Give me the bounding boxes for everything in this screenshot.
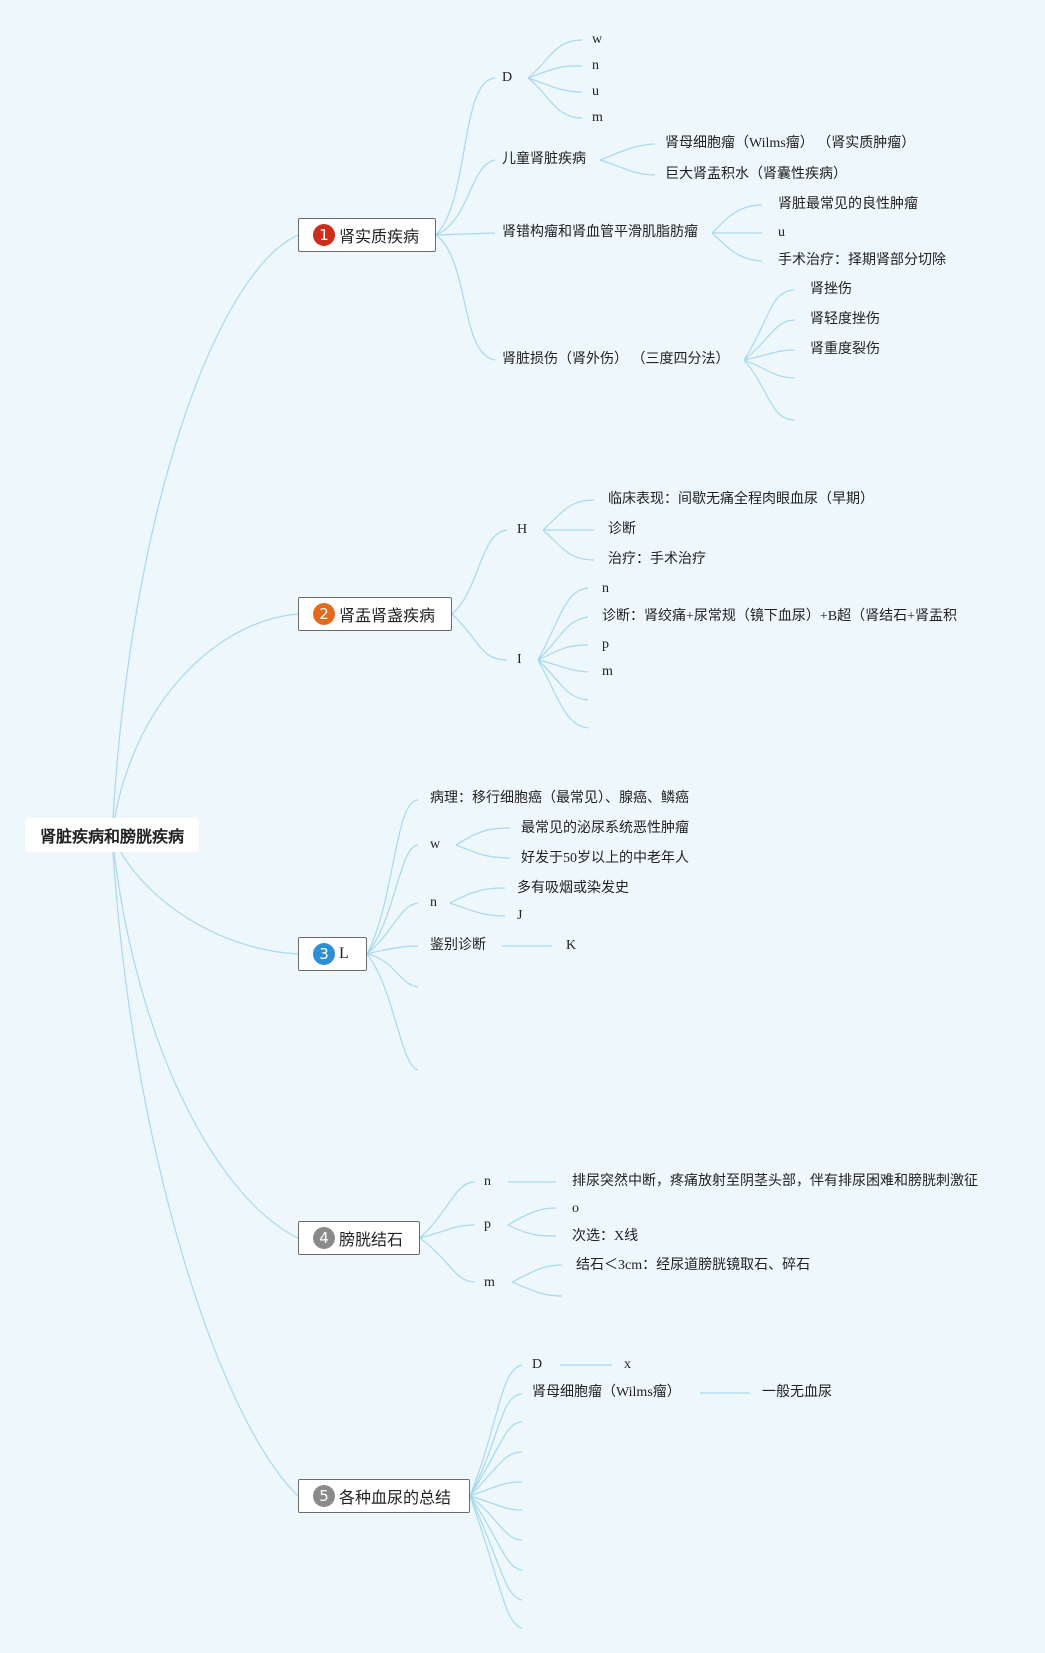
leaf-clinical[interactable]: 临床表现：间歇无痛全程肉眼血尿（早期）	[608, 492, 874, 507]
number-badge-3: 3	[313, 943, 335, 965]
number-badge-4: 4	[313, 1227, 335, 1249]
leaf-xray[interactable]: 次选：X线	[572, 1229, 639, 1244]
number-badge-1: 1	[313, 224, 335, 246]
leaf-n[interactable]: n	[592, 58, 599, 73]
leaf-surgery[interactable]: 手术治疗：择期肾部分切除	[778, 253, 946, 268]
leaf-u[interactable]: u	[592, 84, 599, 99]
leaf-k[interactable]: K	[566, 938, 577, 953]
node-n4[interactable]: n	[484, 1174, 491, 1189]
topic-renal-parenchyma[interactable]: 1 肾实质疾病	[298, 218, 436, 252]
leaf-u2[interactable]: u	[778, 225, 785, 240]
node-i[interactable]: I	[517, 652, 522, 667]
leaf-m2[interactable]: m	[602, 664, 613, 679]
root-topic[interactable]: 肾脏疾病和膀胱疾病	[25, 818, 199, 852]
topic-title: 肾盂肾盏疾病	[339, 608, 436, 625]
leaf-stone-diagnosis[interactable]: 诊断：肾绞痛+尿常规（镜下血尿）+B超（肾结石+肾盂积	[602, 609, 958, 624]
node-n3[interactable]: n	[430, 895, 437, 910]
leaf-contusion[interactable]: 肾挫伤	[810, 282, 852, 297]
node-angiomyolipoma[interactable]: 肾错构瘤和肾血管平滑肌脂肪瘤	[502, 225, 698, 240]
node-pathology[interactable]: 病理：移行细胞癌（最常见）、腺癌、鳞癌	[430, 791, 689, 806]
leaf-m[interactable]: m	[592, 110, 603, 125]
leaf-wilms[interactable]: 肾母细胞瘤（Wilms瘤） （肾实质肿瘤）	[665, 136, 916, 151]
node-h[interactable]: H	[517, 522, 528, 537]
leaf-lithotripsy[interactable]: 结石＜3cm：经尿道膀胱镜取石、碎石	[576, 1258, 811, 1273]
node-p4[interactable]: p	[484, 1217, 491, 1232]
leaf-w[interactable]: w	[592, 32, 603, 47]
leaf-x[interactable]: x	[624, 1357, 631, 1372]
topic-title: L	[339, 945, 349, 962]
node-m4[interactable]: m	[484, 1275, 495, 1290]
leaf-no-hematuria[interactable]: 一般无血尿	[762, 1385, 832, 1400]
leaf-severe-laceration[interactable]: 肾重度裂伤	[810, 342, 880, 357]
leaf-p[interactable]: p	[602, 637, 609, 652]
leaf-n2[interactable]: n	[602, 581, 609, 596]
leaf-benign-tumor[interactable]: 肾脏最常见的良性肿瘤	[778, 197, 918, 212]
node-differential[interactable]: 鉴别诊断	[430, 938, 486, 953]
topic-pelvis-calyx[interactable]: 2 肾盂肾盏疾病	[298, 597, 452, 631]
topic-title: 肾实质疾病	[339, 229, 420, 246]
node-d[interactable]: D	[502, 70, 513, 85]
node-wilms-tumor[interactable]: 肾母细胞瘤（Wilms瘤）	[532, 1385, 681, 1400]
node-renal-injury[interactable]: 肾脏损伤（肾外伤） （三度四分法）	[502, 352, 730, 367]
leaf-treatment[interactable]: 治疗：手术治疗	[608, 552, 706, 567]
leaf-smoking[interactable]: 多有吸烟或染发史	[517, 881, 629, 896]
number-badge-5: 5	[313, 1485, 335, 1507]
leaf-symptoms[interactable]: 排尿突然中断，疼痛放射至阴茎头部，伴有排尿困难和膀胱刺激征	[572, 1174, 978, 1189]
node-d5[interactable]: D	[532, 1357, 543, 1372]
topic-title: 各种血尿的总结	[339, 1490, 452, 1507]
leaf-age-over-50[interactable]: 好发于50岁以上的中老年人	[521, 851, 689, 866]
topic-title: 膀胱结石	[339, 1232, 404, 1249]
node-w[interactable]: w	[430, 837, 441, 852]
number-badge-2: 2	[313, 603, 335, 625]
leaf-j[interactable]: J	[517, 908, 523, 923]
leaf-mild-contusion[interactable]: 肾轻度挫伤	[810, 312, 880, 327]
leaf-most-common-tumor[interactable]: 最常见的泌尿系统恶性肿瘤	[521, 821, 689, 836]
topic-hematuria-summary[interactable]: 5 各种血尿的总结	[298, 1479, 470, 1513]
leaf-hydronephrosis[interactable]: 巨大肾盂积水（肾囊性疾病）	[665, 167, 847, 182]
topic-bladder-stone[interactable]: 4 膀胱结石	[298, 1221, 420, 1255]
topic-l[interactable]: 3 L	[298, 937, 367, 971]
leaf-diagnosis[interactable]: 诊断	[608, 522, 636, 537]
leaf-o[interactable]: o	[572, 1201, 579, 1216]
node-pediatric-renal[interactable]: 儿童肾脏疾病	[502, 152, 586, 167]
